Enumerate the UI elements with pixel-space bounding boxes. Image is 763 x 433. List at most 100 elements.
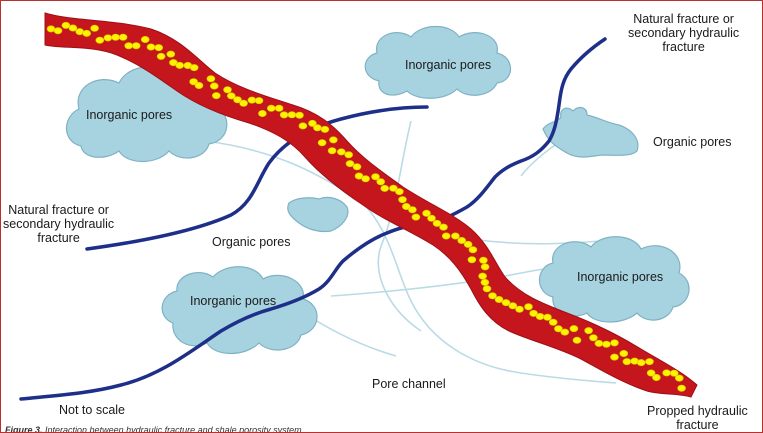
proppant-grain xyxy=(619,349,629,357)
proppant-grain xyxy=(206,75,216,83)
inorganic-pores-cloud-right xyxy=(538,236,690,323)
proppant-grain xyxy=(380,184,390,192)
label-organic-pores-center: Organic pores xyxy=(212,235,291,249)
proppant-grain xyxy=(560,328,570,336)
proppant-grain xyxy=(652,373,661,381)
proppant-grain xyxy=(336,148,346,156)
proppant-grain xyxy=(480,263,490,271)
label-inorganic-pores-top-center: Inorganic pores xyxy=(405,58,492,72)
proppant-grain xyxy=(95,36,105,44)
natural-fracture-left xyxy=(85,105,429,251)
proppant-grain xyxy=(266,104,276,112)
proppant-grain xyxy=(274,104,284,112)
proppant-grain xyxy=(508,302,518,310)
label-propped-hydraulic-fracture: Propped hydraulic fracture xyxy=(647,404,748,432)
proppant-grain xyxy=(463,240,473,248)
proppant-grain xyxy=(427,214,436,222)
proppant-grain xyxy=(535,312,545,320)
proppant-grain xyxy=(584,327,593,335)
proppant-grain xyxy=(212,92,221,100)
proppant-grain xyxy=(594,339,604,347)
proppant-grain xyxy=(467,256,477,264)
proppant-grain xyxy=(524,303,533,311)
proppant-grain xyxy=(529,309,538,317)
proppant-grain xyxy=(432,219,442,227)
proppant-grain xyxy=(451,232,460,240)
proppant-grain xyxy=(345,160,355,168)
proppant-grain xyxy=(610,353,619,361)
proppant-grain xyxy=(515,305,524,313)
proppant-grain xyxy=(488,292,497,300)
proppant-grain xyxy=(501,299,511,307)
proppant-grain xyxy=(677,384,686,392)
pore-channel-line xyxy=(377,120,422,332)
proppant-grain xyxy=(254,97,264,105)
proppant-grain xyxy=(610,339,619,347)
proppant-grain xyxy=(344,151,354,159)
proppant-grain xyxy=(53,27,63,35)
proppant-grain xyxy=(298,122,308,130)
proppant-grain xyxy=(602,340,611,348)
pore-channel-line xyxy=(205,140,617,384)
proppant-grain xyxy=(636,359,646,367)
proppant-grain xyxy=(308,119,317,127)
proppant-grain xyxy=(166,50,176,58)
proppant-grain xyxy=(295,111,304,119)
proppant-grain xyxy=(669,369,679,377)
label-natural-fracture-top-right: Natural fracture or secondary hydraulic … xyxy=(628,12,740,54)
proppant-grain xyxy=(395,188,404,196)
proppant-grain xyxy=(223,86,232,94)
proppant-grain xyxy=(572,336,582,344)
proppant-grain xyxy=(548,318,558,326)
figure-caption-text: Interaction between hydraulic fracture a… xyxy=(45,425,305,433)
proppant-grain xyxy=(479,256,488,264)
proppant-grain xyxy=(313,124,322,132)
label-inorganic-pores-right: Inorganic pores xyxy=(577,270,664,284)
proppant-grain xyxy=(194,82,204,90)
label-inorganic-pores-top-left: Inorganic pores xyxy=(86,108,173,122)
proppant-grain xyxy=(287,111,297,119)
proppant-grain xyxy=(478,272,487,280)
proppant-grain xyxy=(398,196,407,204)
proppant-grain xyxy=(646,369,656,377)
proppant-grain xyxy=(554,325,563,333)
label-natural-fracture-left: Natural fracture or secondary hydraulic … xyxy=(3,203,115,245)
proppant-grain xyxy=(317,139,327,147)
organic-pores-blob-center xyxy=(287,196,349,233)
proppant-grain xyxy=(371,173,380,181)
proppant-grain xyxy=(329,136,338,144)
propped-fracture-band xyxy=(44,12,698,398)
proppant-grain xyxy=(457,237,467,245)
proppant-grain xyxy=(376,178,386,186)
proppant-grain xyxy=(589,334,598,342)
proppant-grain xyxy=(233,96,242,104)
proppant-grain xyxy=(480,278,490,286)
proppant-grain xyxy=(441,232,451,240)
proppant-grain xyxy=(352,163,362,171)
proppant-grain xyxy=(156,52,166,60)
label-inorganic-pores-bottom-left: Inorganic pores xyxy=(190,294,277,308)
proppant-grain xyxy=(674,374,684,382)
proppant-grain xyxy=(411,213,421,221)
label-not-to-scale: Not to scale xyxy=(59,403,126,417)
proppant-grain xyxy=(111,33,120,41)
inorganic-pores-cloud-bottom-left xyxy=(161,266,318,354)
proppant-grain xyxy=(279,111,289,119)
label-organic-pores-right: Organic pores xyxy=(653,135,732,149)
proppant-grain xyxy=(389,184,398,192)
proppant-grain xyxy=(90,24,99,32)
proppant-grain xyxy=(82,29,91,37)
figure-caption: Figure 3. Interaction between hydraulic … xyxy=(5,425,305,433)
proppant-grain xyxy=(494,295,504,303)
proppant-grain xyxy=(361,175,370,183)
proppant-grain xyxy=(140,35,150,43)
proppant-grain xyxy=(468,246,478,254)
proppant-grain xyxy=(210,82,219,90)
proppant-grain xyxy=(482,285,492,293)
proppant-grain xyxy=(103,34,113,42)
proppant-grain xyxy=(622,358,632,366)
proppant-grain xyxy=(124,42,133,50)
inorganic-pores-cloud-top-center xyxy=(364,25,512,99)
